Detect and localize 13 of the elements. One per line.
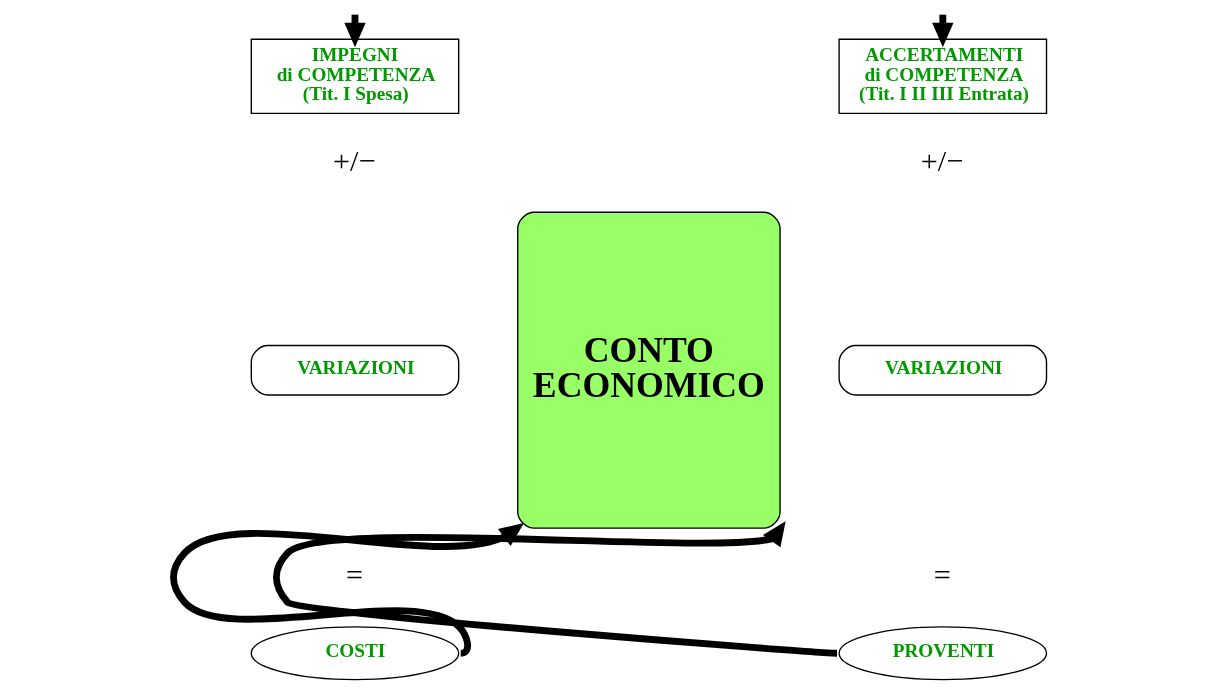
- node-ellipse: COSTI: [250, 626, 460, 681]
- node-box: ACCERTAMENTI di COMPETENZA (Tit. I II III Entrata): [838, 38, 1048, 115]
- node-box: IMPEGNI di COMPETENZA (Tit. I Spesa): [250, 38, 460, 115]
- label: +/−: [333, 143, 376, 178]
- node-ellipse: PROVENTI: [838, 626, 1048, 681]
- node-box: VARIAZIONI: [250, 344, 460, 396]
- arrow: [273, 521, 838, 657]
- arrow: [170, 523, 524, 657]
- label: =: [346, 558, 364, 593]
- label: =: [933, 558, 951, 593]
- label: +/−: [920, 143, 964, 178]
- node-box: VARIAZIONI: [838, 344, 1048, 396]
- node-box: CONTO ECONOMICO: [517, 211, 781, 529]
